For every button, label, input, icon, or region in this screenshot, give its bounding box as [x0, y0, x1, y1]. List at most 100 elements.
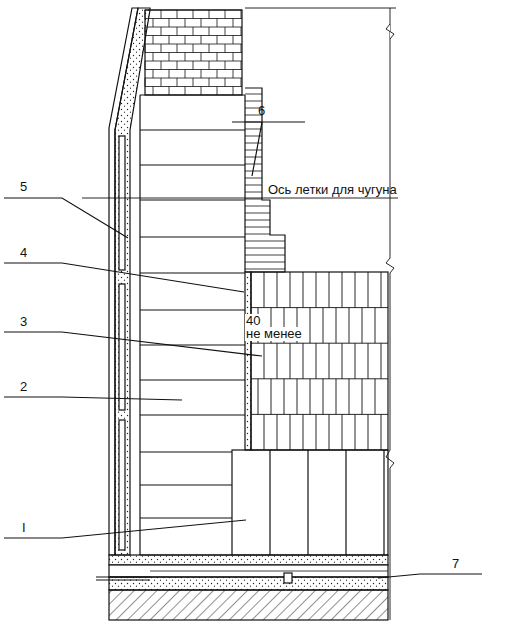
brick-joint — [140, 129, 245, 130]
brick-joint — [140, 309, 245, 310]
brick-joint — [161, 27, 162, 36]
brick-joint — [153, 19, 154, 28]
brick-joint — [201, 87, 202, 96]
brick-joint — [169, 36, 170, 45]
callout-number: 3 — [20, 315, 27, 329]
brick-joint — [290, 272, 291, 308]
brick-joint — [381, 343, 382, 379]
brick-joint — [169, 53, 170, 62]
brick-joint — [193, 61, 194, 70]
brick-joint — [225, 44, 226, 53]
brick-joint — [329, 272, 330, 308]
brick-joint — [169, 87, 170, 96]
brick-joint — [241, 44, 242, 53]
brick-joint — [140, 379, 245, 380]
brick-joint — [209, 61, 210, 70]
brick-joint — [245, 234, 270, 235]
brick-joint — [177, 44, 178, 53]
brick-joint — [245, 143, 262, 144]
brick-joint — [145, 27, 146, 36]
brick-joint — [277, 343, 278, 379]
brick-joint — [233, 70, 234, 79]
brick-joint — [310, 308, 311, 344]
brick-joint — [153, 36, 154, 45]
brick-joint — [258, 379, 259, 415]
brick-joint — [245, 248, 285, 249]
brick-joint — [209, 44, 210, 53]
brick-joint — [161, 44, 162, 53]
brick-joint — [375, 379, 376, 415]
brick-joint — [245, 150, 262, 151]
brick-joint — [145, 10, 242, 11]
brick-joint — [140, 236, 245, 237]
brick-joint — [209, 10, 210, 19]
brick-joint — [245, 129, 262, 130]
brick-joint — [329, 343, 330, 379]
brick-joint — [381, 414, 382, 450]
brick-joint — [201, 36, 202, 45]
brick-joint — [185, 19, 186, 28]
brick-joint — [201, 19, 202, 28]
brick-joint — [245, 206, 270, 207]
callout-number: 4 — [20, 246, 27, 260]
brick-joint — [342, 343, 343, 379]
brick-joint — [368, 272, 369, 308]
brick-joint — [145, 18, 242, 19]
brick-joint — [355, 343, 356, 379]
brick-joint — [284, 379, 285, 415]
brick-joint — [177, 10, 178, 19]
brick-joint — [209, 27, 210, 36]
brick-joint — [153, 53, 154, 62]
brick-joint — [383, 450, 384, 555]
brick-joint — [145, 52, 242, 53]
brick-joint — [241, 27, 242, 36]
brick-joint — [145, 44, 242, 45]
brick-joint — [145, 69, 242, 70]
brick-joint — [355, 414, 356, 450]
brick-joint — [355, 272, 356, 308]
brick-joint — [245, 199, 262, 200]
brick-joint — [316, 343, 317, 379]
brick-joint — [145, 27, 242, 28]
brick-joint — [193, 27, 194, 36]
brick-joint — [269, 450, 270, 555]
brick-joint — [233, 87, 234, 96]
brick-joint — [349, 308, 350, 344]
brick-joint — [201, 53, 202, 62]
brick-joint — [245, 185, 262, 186]
brick-joint — [209, 78, 210, 87]
brick-joint — [271, 379, 272, 415]
brick-joint — [245, 227, 270, 228]
brick-joint — [185, 70, 186, 79]
brick-joint — [245, 255, 285, 256]
brick-joint — [145, 78, 242, 79]
brick-joint — [217, 87, 218, 96]
brick-joint — [161, 78, 162, 87]
brick-joint — [251, 343, 388, 344]
brick-joint — [290, 343, 291, 379]
brick-joint — [140, 94, 245, 95]
brick-joint — [201, 70, 202, 79]
brick-joint — [316, 272, 317, 308]
brick-joint — [323, 308, 324, 344]
brick-joint — [245, 157, 262, 158]
brick-joint — [140, 517, 232, 518]
brick-joint — [310, 379, 311, 415]
brick-joint — [316, 414, 317, 450]
callout-number: 5 — [20, 180, 27, 194]
brick-joint — [362, 308, 363, 344]
brick-joint — [264, 414, 265, 450]
brick-joint — [349, 379, 350, 415]
brick-joint — [245, 178, 262, 179]
brick-joint — [185, 87, 186, 96]
brick-joint — [233, 36, 234, 45]
brick-joint — [169, 19, 170, 28]
brick-joint — [323, 379, 324, 415]
brick-joint — [153, 70, 154, 79]
brick-joint — [225, 78, 226, 87]
brick-joint — [245, 192, 262, 193]
brick-joint — [145, 61, 146, 70]
brick-joint — [345, 450, 346, 555]
brick-joint — [185, 53, 186, 62]
